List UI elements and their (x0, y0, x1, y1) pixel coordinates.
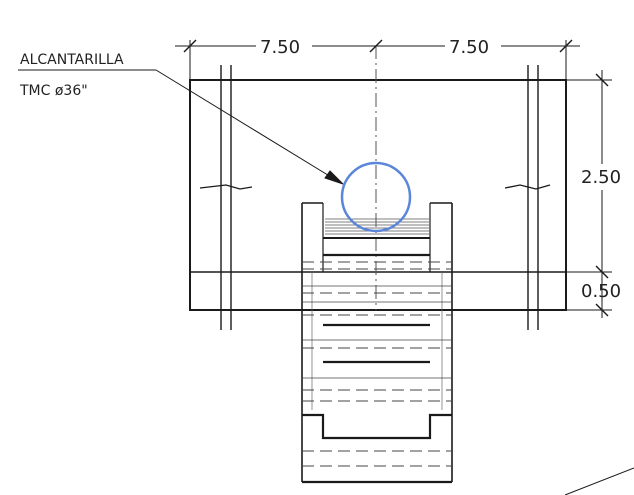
culvert-pipe-circle (340, 161, 412, 233)
dim-right-upper: 2.50 (581, 167, 621, 188)
wall-double-lines (220, 65, 539, 330)
callout-line-1: ALCANTARILLA (20, 52, 124, 68)
dim-top-left-mask (256, 34, 312, 56)
callout-line-2: TMC ø36" (19, 83, 88, 99)
outlet-structure (302, 413, 452, 484)
top-dimension (175, 39, 580, 80)
dim-right-lower: 0.50 (581, 281, 621, 302)
dashed-lines (302, 261, 452, 467)
edge-line (564, 467, 634, 495)
channel-structure (301, 202, 453, 482)
dim-top-left: 7.50 (260, 37, 300, 58)
break-marks (199, 184, 551, 190)
callout-leader (18, 69, 344, 185)
dim-top-right-mask (445, 34, 501, 56)
dim-top-right: 7.50 (449, 37, 489, 58)
thin-lines (302, 285, 452, 379)
headwall (189, 79, 567, 311)
right-dimension (566, 70, 612, 318)
dim-right-upper-mask (580, 164, 624, 190)
step-lines (323, 253, 430, 364)
